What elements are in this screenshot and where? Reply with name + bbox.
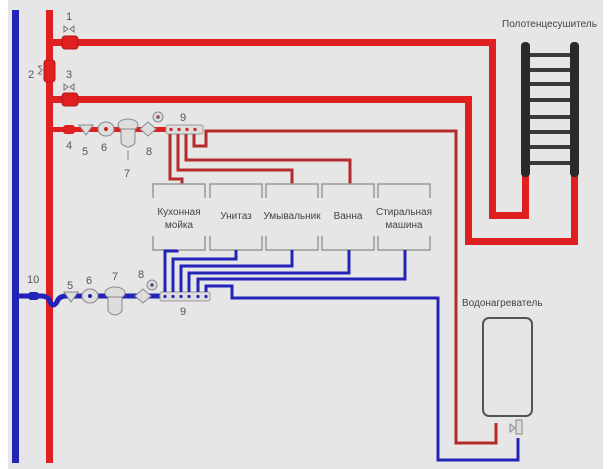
pressure-reducer-8-icon [139,111,164,137]
valve-1-icon [63,25,75,33]
cold-branch-water-heater [204,284,520,462]
hot-line-1 [53,39,495,46]
fixture-toilet-label: Унитаз [220,211,252,222]
hot-water-riser [46,10,53,463]
water-heater [482,317,533,417]
label-5: 5 [82,146,88,158]
hot-line-3-bottom [465,238,577,245]
towel-rail-right-outlet [571,175,578,245]
label-10: 10 [27,274,39,286]
cold-branch-bath [187,250,351,292]
hot-line-3-down [465,96,472,244]
cold-branches [163,249,520,462]
hot-manifold-9 [165,124,204,135]
towel-rail-left-inlet [522,175,529,219]
check-valve-5-cold-icon [63,291,79,303]
label-6-cold: 6 [86,275,92,287]
label-7-cold: 7 [112,271,118,283]
meter-6-icon [97,121,115,137]
label-7: 7 [124,168,130,180]
towel-rail-label: Полотенцесушитель [502,19,597,30]
fixture-bath-label: Ванна [334,211,363,222]
valve-3 [61,92,79,107]
fixtures [152,183,431,251]
valve-3-icon [63,83,75,91]
label-9-cold: 9 [180,306,186,318]
hot-branches [168,129,498,445]
valve-4 [63,125,75,134]
hot-branch-kitchen-sink [168,134,184,184]
filter-7-cold-icon [104,286,126,316]
hot-line-1-down [489,39,496,219]
towel-rail [521,42,579,177]
label-5-cold: 5 [67,280,73,292]
label-2: 2 [28,69,34,81]
label-8-cold: 8 [138,269,144,281]
meter-6-cold-icon [81,288,99,304]
fixture-washbasin-label: Умывальник [263,211,321,222]
valve-10 [28,292,39,300]
cold-branch-washbasin [179,250,294,292]
hot-line-1-bottom [489,212,529,219]
fixture-kitchen-sink-line1: Кухонная [157,207,200,218]
label-4: 4 [66,140,72,152]
valve-1 [61,35,79,50]
cold-distribution-line [19,293,166,308]
pressure-reducer-8-cold-icon [134,279,158,304]
cold-branch-toilet [171,250,238,292]
cold-water-riser [12,10,19,463]
safety-valve-icon [509,419,523,435]
hot-branch-bath [184,134,352,184]
fixture-washing-machine-line2: машина [385,220,423,231]
fixture-kitchen-sink-line2: мойка [165,220,194,231]
label-8: 8 [146,146,152,158]
cold-branch-washing-machine [196,250,407,292]
fixture-washing-machine-line1: Стиральная [376,207,432,218]
label-6: 6 [101,142,107,154]
hot-line-3 [53,96,471,103]
cold-branch-kitchen-sink [163,249,179,292]
fixture-frame-kitchen-sink [152,183,206,251]
check-valve-5-icon [78,124,94,136]
riser-valve-2 [43,59,56,83]
label-3: 3 [66,69,72,81]
cold-manifold-9 [159,291,211,302]
water-heater-label: Водонагреватель [462,298,543,309]
label-9-hot: 9 [180,112,186,124]
valve-2-icon [37,65,43,75]
hot-branch-washbasin [176,134,294,184]
label-1: 1 [66,11,72,23]
hot-branch-water-heater [192,129,498,445]
filter-7-icon [117,118,139,160]
